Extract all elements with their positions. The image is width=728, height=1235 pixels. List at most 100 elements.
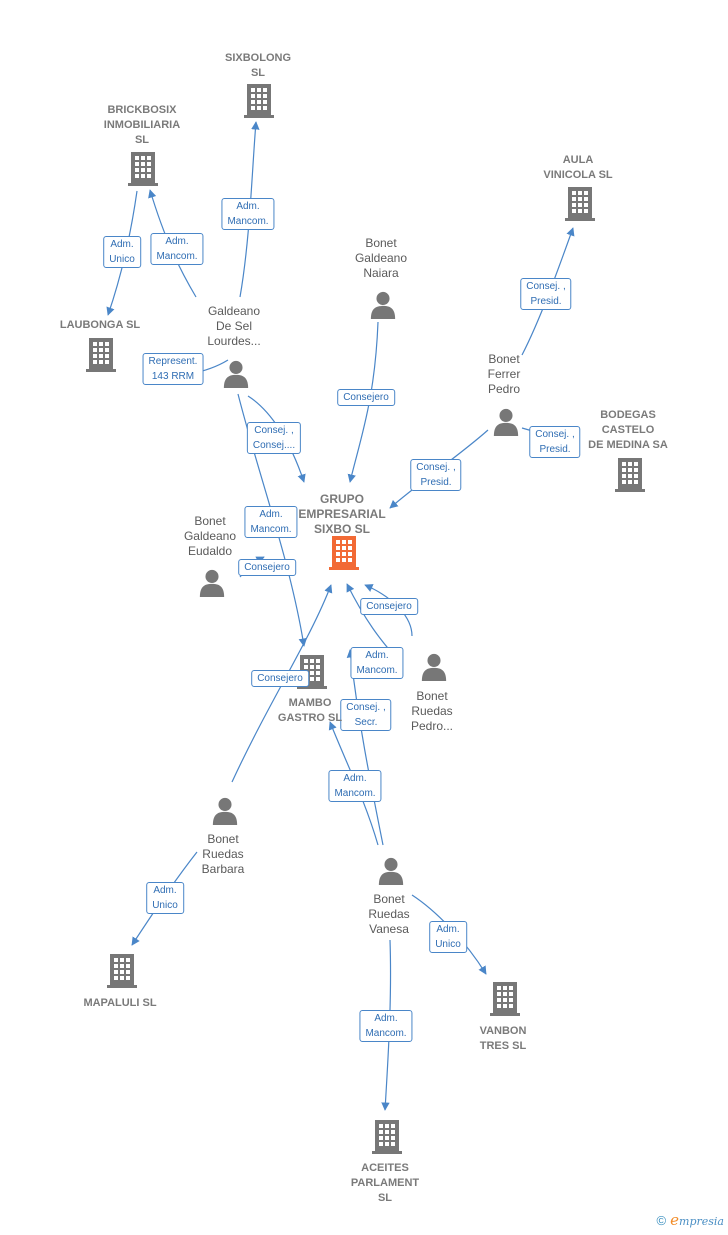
- node-label-line: AULA: [562, 154, 594, 166]
- relation-label-line: Mancom.: [356, 665, 398, 676]
- relation-label[interactable]: Consejero: [360, 598, 418, 615]
- node-label-line: GASTRO SL: [277, 712, 343, 724]
- company-name-laubonga[interactable]: LAUBONGA SL: [60, 318, 140, 333]
- building-icon[interactable]: [86, 338, 116, 372]
- relation-label-line: Adm.: [165, 236, 189, 247]
- node-label-line: TRES SL: [479, 1040, 527, 1052]
- relation-label-line: Consej. ,: [254, 425, 294, 436]
- relation-label-line: Adm.: [343, 773, 367, 784]
- node-label-line: Bonet: [416, 689, 448, 703]
- relation-label-line: Consej. ,: [535, 429, 575, 440]
- person-icon[interactable]: [212, 797, 238, 825]
- relation-label[interactable]: Adm.Mancom.: [244, 506, 298, 538]
- node-label-line: SL: [250, 67, 266, 79]
- building-icon[interactable]: [490, 982, 520, 1016]
- node-label-line: BRICKBOSIX: [107, 104, 177, 116]
- relation-label[interactable]: Consej. ,Presid.: [410, 459, 462, 491]
- relation-label[interactable]: Adm.Mancom.: [359, 1010, 413, 1042]
- relation-label[interactable]: Adm.Mancom.: [328, 770, 382, 802]
- building-icon[interactable]: [107, 954, 137, 988]
- node-label-line: SL: [377, 1192, 393, 1204]
- relation-label[interactable]: Consej. , Secr.: [340, 699, 392, 731]
- relation-label-line: Adm.: [153, 885, 177, 896]
- relation-label[interactable]: Adm. Unico: [146, 882, 184, 914]
- relation-label-line: Mancom.: [250, 524, 292, 535]
- relation-label[interactable]: Adm.Mancom.: [221, 198, 275, 230]
- node-label-line: Barbara: [201, 862, 245, 876]
- node-label-line: Bonet: [365, 236, 397, 250]
- relation-label[interactable]: Consejero: [337, 389, 395, 406]
- relation-label[interactable]: Adm.Unico: [429, 921, 467, 953]
- person-icon[interactable]: [421, 653, 447, 681]
- node-label-line: MAMBO: [288, 697, 332, 709]
- company-name-mambo[interactable]: MAMBO GASTRO SL: [278, 696, 342, 726]
- node-label-line: BODEGAS: [600, 409, 656, 421]
- relation-label-line: Consej. ,: [526, 281, 566, 292]
- company-name-bodegas[interactable]: BODEGAS CASTELO DE MEDINA SA: [588, 408, 668, 453]
- relation-label-line: Consejero: [343, 392, 389, 403]
- company-name-mapaluli[interactable]: MAPALULI SL: [83, 996, 156, 1011]
- relation-label[interactable]: Represent. 143 RRM: [142, 353, 204, 385]
- building-icon[interactable]: [565, 187, 595, 221]
- node-label-line: SIXBO SL: [313, 522, 370, 536]
- person-icon[interactable]: [370, 291, 396, 319]
- building-icon[interactable]: [128, 152, 158, 186]
- building-icon[interactable]: [329, 536, 359, 570]
- building-icon[interactable]: [372, 1120, 402, 1154]
- person-icon[interactable]: [223, 360, 249, 388]
- node-label-line: SL: [134, 134, 150, 146]
- relation-label-line: Presid.: [420, 477, 452, 488]
- building-icon[interactable]: [615, 458, 645, 492]
- building-icon[interactable]: [244, 84, 274, 118]
- relation-label[interactable]: Consejero: [251, 670, 309, 687]
- person-icon[interactable]: [199, 569, 225, 597]
- node-label-line: Eudaldo: [187, 544, 233, 558]
- relation-label-line: 143 RRM: [151, 371, 195, 382]
- relation-label[interactable]: Consej. , Presid.: [529, 426, 581, 458]
- node-label-line: GRUPO: [319, 492, 364, 506]
- relation-label[interactable]: Consejero: [238, 559, 296, 576]
- relation-label[interactable]: Consej. ,Consej....: [246, 422, 302, 454]
- relation-label-line: Adm.: [374, 1013, 398, 1024]
- relation-label-line: Consejero: [244, 562, 290, 573]
- relation-edge: [346, 649, 384, 846]
- relation-label-line: Consejero: [366, 601, 412, 612]
- relation-label[interactable]: Adm.Mancom.: [350, 647, 404, 679]
- node-label-line: Vanesa: [369, 922, 409, 936]
- node-label-line: MAPALULI SL: [83, 997, 157, 1009]
- relation-label-line: Adm.: [110, 239, 134, 250]
- node-label-line: Pedro...: [410, 719, 454, 733]
- relation-label[interactable]: Adm.Unico: [103, 236, 141, 268]
- node-label-line: DE MEDINA SA: [588, 439, 668, 451]
- person-icon[interactable]: [493, 408, 519, 436]
- node-label-line: CASTELO: [601, 424, 655, 436]
- relation-label-line: Presid.: [530, 296, 562, 307]
- relation-edge: [347, 321, 379, 483]
- relation-label[interactable]: Consej. , Presid.: [520, 278, 572, 310]
- relation-label-line: Presid.: [539, 444, 571, 455]
- relation-label-line: Represent.: [148, 356, 198, 367]
- relation-label-line: Secr.: [354, 717, 378, 728]
- node-label-line: EMPRESARIAL: [298, 507, 386, 521]
- node-label-line: Pedro: [487, 382, 521, 396]
- relation-label-line: Consej. ,: [346, 702, 386, 713]
- relation-label-line: Unico: [152, 900, 178, 911]
- relation-label-line: Adm.: [436, 924, 460, 935]
- relation-label[interactable]: Adm.Mancom.: [150, 233, 204, 265]
- node-label-line: Bonet: [194, 514, 226, 528]
- person-icon[interactable]: [378, 857, 404, 885]
